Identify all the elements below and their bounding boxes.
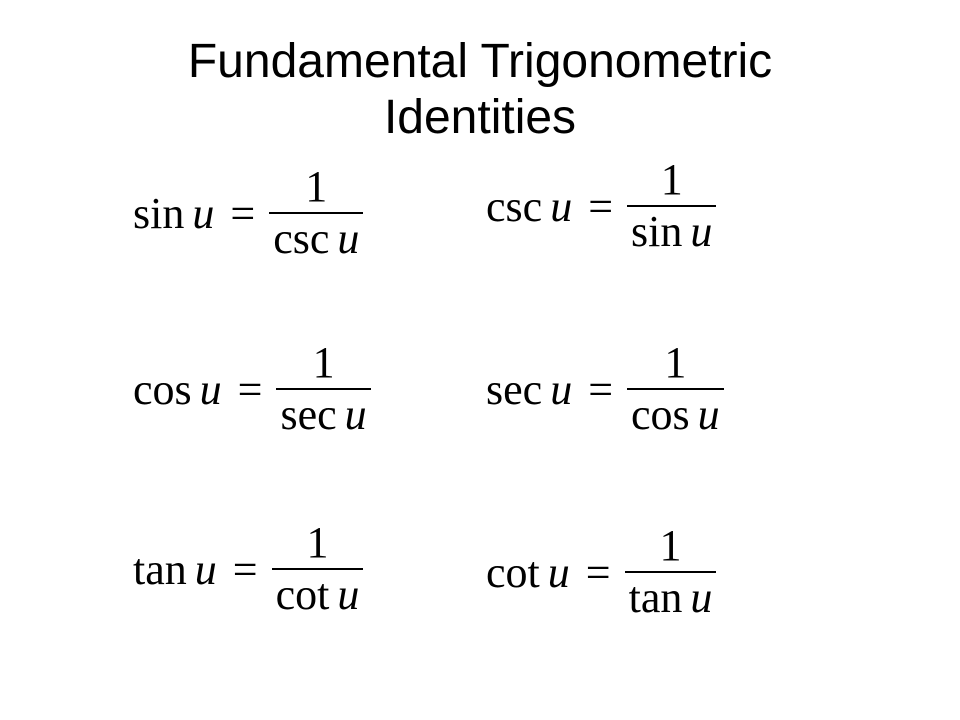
function-name: cot: [486, 547, 540, 597]
fraction-bar: [624, 571, 717, 573]
variable: u: [547, 547, 570, 597]
numerator: 1: [660, 155, 683, 204]
fraction-bar: [269, 212, 364, 214]
numerator: 1: [305, 162, 328, 211]
fraction-bar: [276, 388, 371, 390]
numerator: 1: [312, 338, 335, 387]
variable: u: [550, 364, 573, 414]
numerator: 1: [659, 521, 682, 570]
function-name: cos: [133, 364, 192, 414]
variable: u: [690, 207, 713, 256]
function-name: tan: [133, 544, 187, 594]
function-name: tan: [628, 573, 683, 622]
variable: u: [337, 214, 360, 263]
equals-sign: =: [230, 188, 256, 238]
variable: u: [697, 390, 720, 439]
function-name: cos: [631, 390, 690, 439]
function-name: sin: [133, 188, 185, 238]
function-name: csc: [273, 214, 330, 263]
variable: u: [199, 364, 222, 414]
function-name: csc: [486, 181, 543, 231]
function-name: sec: [486, 364, 543, 414]
title-line-1: Fundamental Trigonometric: [187, 35, 773, 88]
variable: u: [344, 390, 367, 439]
function-name: sin: [631, 207, 683, 256]
fraction-bar: [271, 568, 364, 570]
equals-sign: =: [237, 364, 263, 414]
numerator: 1: [306, 518, 329, 567]
fraction-bar: [627, 388, 724, 390]
slide-title: Fundamental Trigonometric Identities: [0, 34, 960, 146]
variable: u: [194, 544, 217, 594]
function-name: cot: [275, 570, 330, 619]
equals-sign: =: [585, 547, 611, 597]
equals-sign: =: [232, 544, 258, 594]
variable: u: [690, 573, 713, 622]
title-line-2: Identities: [383, 91, 577, 144]
equals-sign: =: [588, 364, 614, 414]
fraction-bar: [627, 205, 717, 207]
variable: u: [192, 188, 215, 238]
function-name: sec: [280, 390, 337, 439]
variable: u: [337, 570, 360, 619]
numerator: 1: [664, 338, 687, 387]
variable: u: [550, 181, 573, 231]
equals-sign: =: [588, 181, 614, 231]
